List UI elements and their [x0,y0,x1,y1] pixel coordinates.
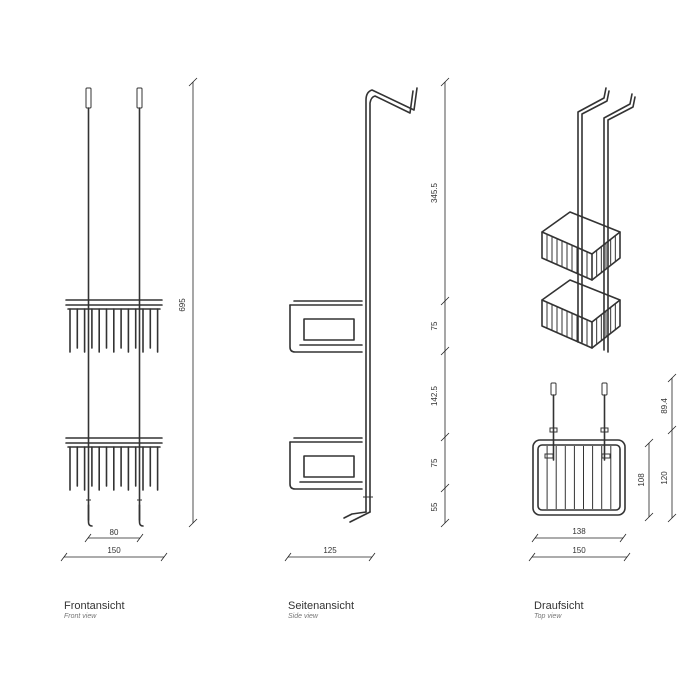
dim-label-125: 125 [323,546,337,555]
dim-label-80: 80 [110,528,119,537]
side-upper-basket [289,300,363,353]
dim-label-150-front: 150 [107,546,121,555]
dim-label-89-4: 89.4 [660,398,669,414]
side-lower-basket [289,437,363,490]
dim-label-695: 695 [178,298,187,312]
top-view-hooks [549,382,609,461]
caption-front-subtitle: Front view [64,613,97,620]
side-hook-rod [343,87,418,523]
dim-label-75-upper: 75 [430,321,439,330]
dim-label-108: 108 [637,473,646,487]
dim-label-138: 138 [572,527,586,536]
front-view: 695 80 150 [60,77,198,562]
caption-top-title: Draufsicht [534,600,584,612]
dim-front-height: 695 [178,77,198,528]
caption-top: Draufsicht Top view [534,600,584,620]
perspective-lower-basket [541,279,621,349]
dim-label-55: 55 [430,502,439,511]
caption-front: Frontansicht Front view [64,600,125,620]
dim-front-hook-spacing: 80 [84,528,144,543]
side-view: 345.5 75 142.5 75 55 125 [284,77,450,562]
top-view-basket [532,439,626,516]
dim-label-75-lower: 75 [430,458,439,467]
dim-label-120: 120 [660,471,669,485]
dim-front-width: 150 [60,546,168,562]
caption-top-subtitle: Top view [534,613,562,620]
caption-side: Seitenansicht Side view [288,600,354,620]
dim-side-chain: 345.5 75 142.5 75 55 [430,77,450,528]
perspective-upper-basket [541,211,621,281]
top-view: 108 89.4 120 138 150 [528,373,677,562]
front-upper-basket [65,299,163,353]
front-rods [85,87,144,527]
dim-top-right: 108 89.4 120 [637,373,677,523]
perspective-view [541,87,636,353]
dim-label-142-5: 142.5 [430,385,439,406]
dim-label-150-top: 150 [572,546,586,555]
caption-side-subtitle: Side view [288,613,318,620]
dim-side-depth: 125 [284,546,376,562]
caption-side-title: Seitenansicht [288,600,355,612]
caption-front-title: Frontansicht [64,600,125,612]
dim-top-bottom: 138 150 [528,527,631,562]
dim-label-345-5: 345.5 [430,182,439,203]
front-lower-basket [65,437,163,491]
